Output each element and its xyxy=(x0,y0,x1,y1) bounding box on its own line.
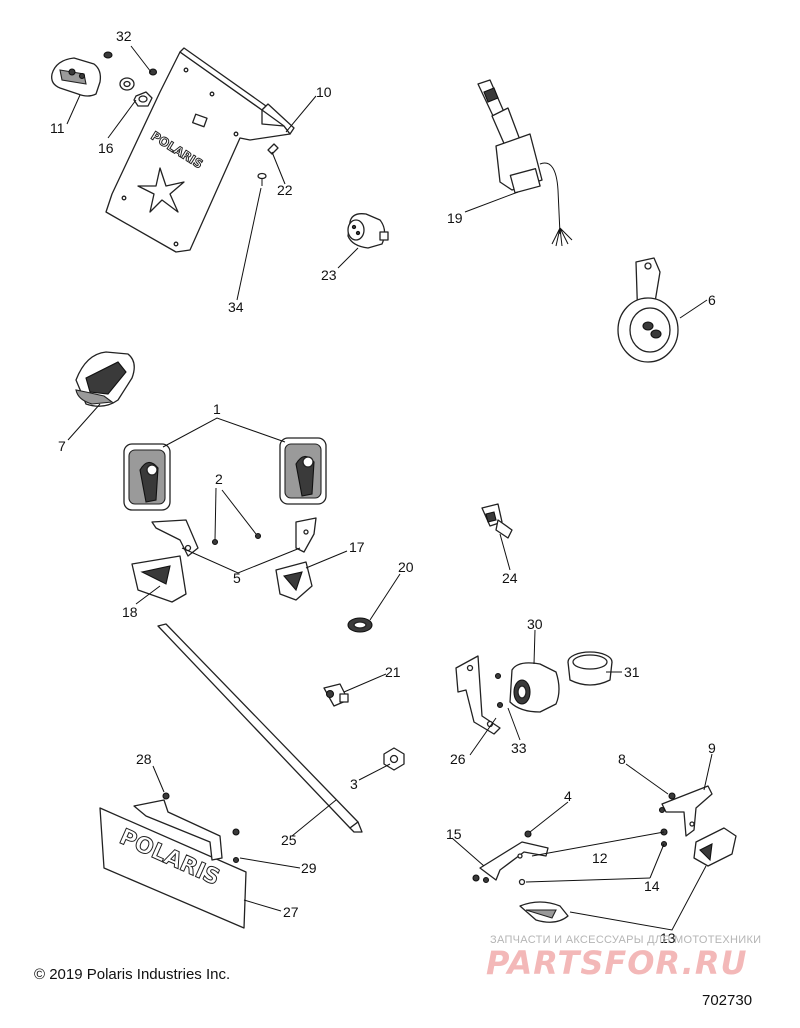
callout-25: 25 xyxy=(281,832,297,848)
part-1-mirror-left xyxy=(123,443,171,511)
part-15-bracket xyxy=(472,841,549,884)
part-31-bezel-ring xyxy=(567,651,613,686)
part-11-switch xyxy=(51,57,102,97)
callout-15: 15 xyxy=(446,826,462,842)
callout-labels: 32 10 11 16 22 19 23 6 34 1 7 2 17 20 5 … xyxy=(50,28,716,946)
part-30-light-housing xyxy=(494,662,560,713)
callout-28: 28 xyxy=(136,751,152,767)
part-4-screw xyxy=(524,830,532,838)
part-22-spring-clip xyxy=(267,143,279,155)
part-5-bracket-left xyxy=(151,519,199,557)
part-20-grommet xyxy=(347,617,373,633)
part-13-marker-light-right xyxy=(693,827,737,867)
leader-lines xyxy=(66,45,713,931)
part-26-bracket xyxy=(455,655,501,735)
callout-33: 33 xyxy=(511,740,527,756)
part-19-stalk-switch xyxy=(477,79,573,247)
callout-26: 26 xyxy=(450,751,466,767)
part-16-washer xyxy=(119,77,153,107)
part-23-connector xyxy=(347,213,389,249)
callout-9: 9 xyxy=(708,740,716,756)
part-13-marker-light-left xyxy=(519,901,569,923)
watermark-tagline: ЗАПЧАСТИ И АКСЕССУАРЫ ДЛЯ МОТОТЕХНИКИ xyxy=(490,934,762,946)
callout-4: 4 xyxy=(564,788,572,804)
part-8-screw xyxy=(658,792,676,814)
callout-1: 1 xyxy=(213,401,221,417)
part-9-bracket xyxy=(661,785,713,837)
callout-20: 20 xyxy=(398,559,414,575)
part-28-screw xyxy=(162,792,170,800)
part-29-screw xyxy=(232,828,240,864)
watermark-logo: PARTSFOR.RU xyxy=(486,944,748,982)
copyright-text: © 2019 Polaris Industries Inc. xyxy=(34,966,231,983)
part-18-mirror-trim xyxy=(131,555,187,603)
part-32-screw xyxy=(103,51,158,76)
callout-34: 34 xyxy=(228,299,244,315)
callout-21: 21 xyxy=(385,664,401,680)
part-10-dash-panel: POLARIS xyxy=(105,47,295,253)
part-5-bracket-right xyxy=(295,517,317,553)
callout-17: 17 xyxy=(349,539,365,555)
part-24-switch xyxy=(481,503,513,539)
callout-7: 7 xyxy=(58,438,66,454)
callout-23: 23 xyxy=(321,267,337,283)
part-1-mirror-right xyxy=(279,437,327,505)
part-3-nut xyxy=(383,747,405,771)
figure-id: 702730 xyxy=(702,992,753,1009)
callout-16: 16 xyxy=(98,140,114,156)
callout-19: 19 xyxy=(447,210,463,226)
callout-32: 32 xyxy=(116,28,132,44)
part-21-connector xyxy=(323,683,349,707)
callout-3: 3 xyxy=(350,776,358,792)
callout-12: 12 xyxy=(592,850,608,866)
callout-5: 5 xyxy=(233,570,241,586)
callout-30: 30 xyxy=(527,616,543,632)
callout-11: 11 xyxy=(50,120,65,136)
callout-24: 24 xyxy=(502,570,518,586)
part-17-mirror-trim xyxy=(275,561,313,601)
callout-2: 2 xyxy=(215,471,223,487)
callout-29: 29 xyxy=(301,860,317,876)
callout-22: 22 xyxy=(277,182,293,198)
callout-13: 13 xyxy=(660,930,676,946)
part-7-grip xyxy=(75,351,135,407)
callout-6: 6 xyxy=(708,292,716,308)
callout-14: 14 xyxy=(644,878,660,894)
callout-27: 27 xyxy=(283,904,299,920)
callout-18: 18 xyxy=(122,604,138,620)
callout-8: 8 xyxy=(618,751,626,767)
part-34-push-pin xyxy=(257,172,267,186)
part-2-screws xyxy=(211,532,262,546)
callout-10: 10 xyxy=(316,84,332,100)
part-25-strip xyxy=(157,623,363,833)
callout-31: 31 xyxy=(624,664,640,680)
part-6-horn xyxy=(617,257,679,363)
part-27-plate-bracket xyxy=(133,799,223,861)
